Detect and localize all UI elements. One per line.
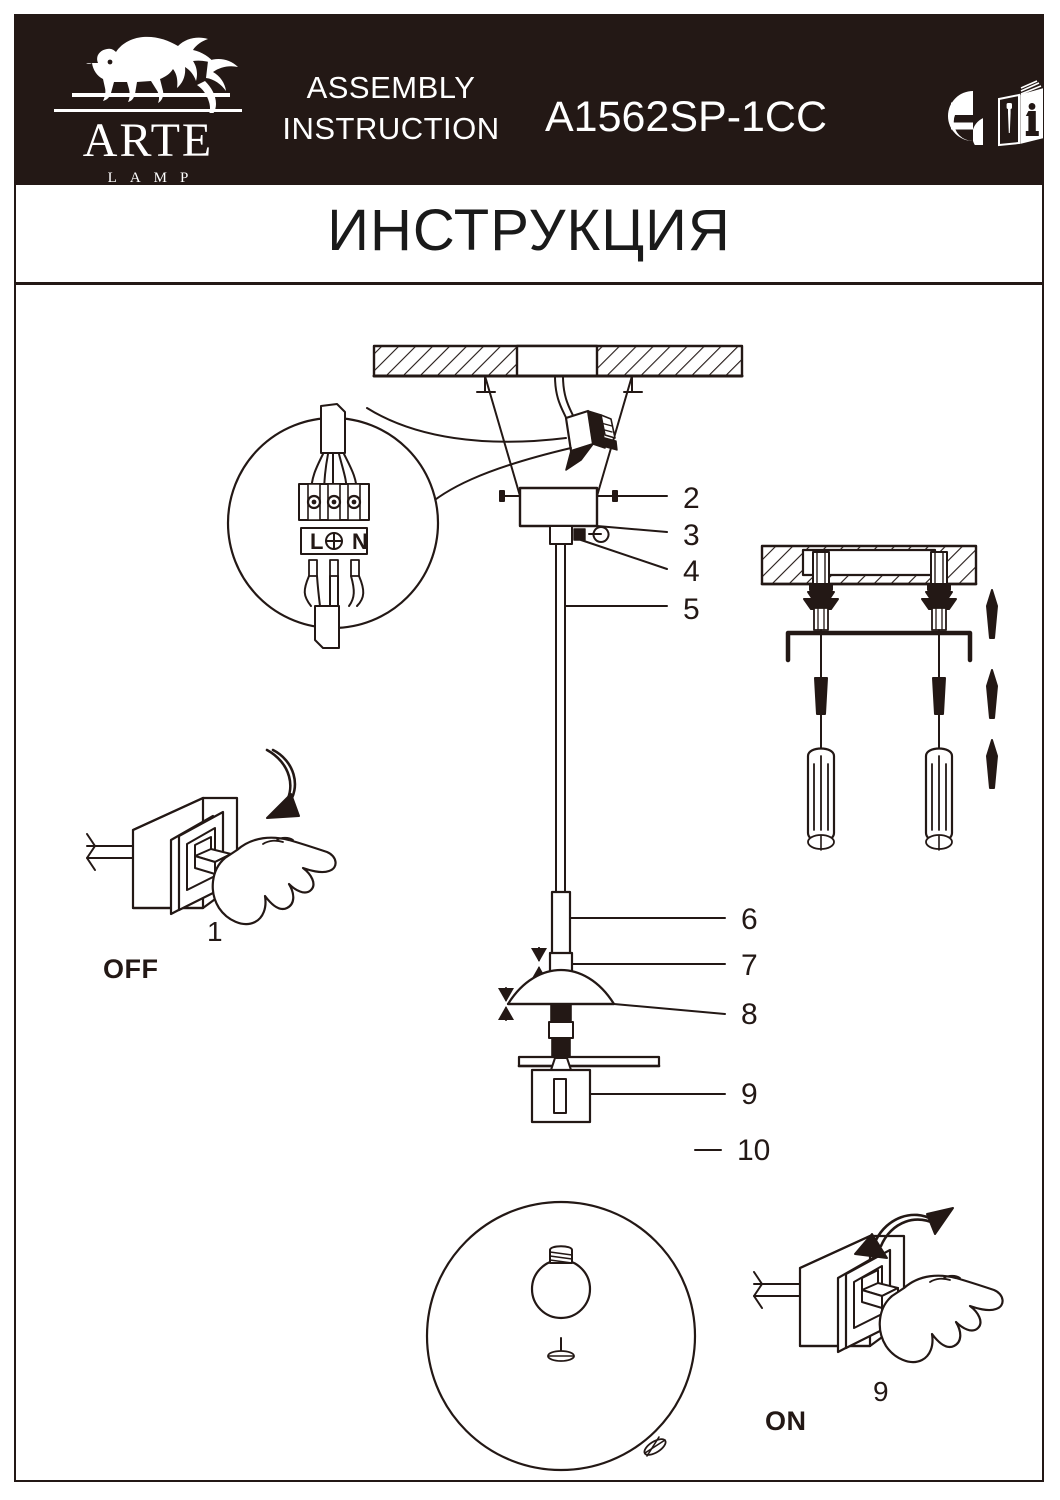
- suspension-rod: [555, 543, 566, 893]
- header-band: ARTE LAMP ASSEMBLY INSTRUCTION A1562SP-1…: [15, 15, 1043, 185]
- document-kind-line1: ASSEMBLY: [306, 70, 476, 105]
- anchor-right: [921, 551, 957, 689]
- read-manual-icon: [995, 79, 1043, 149]
- brand-logo: ARTE LAMP: [48, 29, 248, 186]
- document-kind-line2: INSTRUCTION: [282, 111, 500, 146]
- screwdriver-left: [806, 677, 836, 851]
- callout-number-8: 8: [741, 998, 758, 1031]
- title-band: ИНСТРУКЦИЯ: [15, 185, 1043, 285]
- callout-number-3: 3: [683, 519, 700, 552]
- anchor-mount-detail: [760, 544, 998, 851]
- callout-number-10: 10: [737, 1134, 771, 1167]
- callout-number-5: 5: [683, 593, 700, 626]
- callout-number-4: 4: [683, 555, 700, 588]
- step-number-1: 1: [207, 916, 223, 947]
- lamp-socket: [530, 1057, 592, 1124]
- page-title: ИНСТРУКЦИЯ: [327, 198, 731, 263]
- upper-shade-cap: [498, 968, 616, 1021]
- callout-number-7: 7: [741, 949, 758, 982]
- assembly-diagram: L N: [15, 288, 1043, 1481]
- step-number-9: 9: [873, 1376, 889, 1407]
- switch-on-illustration: [753, 1207, 1004, 1364]
- logo-divider-rule: [54, 109, 242, 112]
- switch-on-caption: ON: [765, 1406, 807, 1436]
- ceiling-slab: [372, 344, 744, 378]
- exploded-assembly-drawing: L N: [86, 344, 1004, 1472]
- document-kind: ASSEMBLY INSTRUCTION: [261, 67, 521, 149]
- callout-leaders-lower: [569, 917, 726, 1151]
- ce-mark-icon: [900, 91, 983, 145]
- globe-vent-marks: [547, 1337, 667, 1457]
- ceiling-connector-block: [554, 375, 618, 471]
- canopy-plate: [499, 486, 618, 528]
- switch-off-illustration: [86, 748, 337, 926]
- svg-text:N: N: [352, 529, 368, 554]
- rod-collar-and-grubscrew: [549, 525, 610, 545]
- svg-text:L: L: [310, 529, 323, 554]
- light-bulb: [530, 1245, 592, 1320]
- anchor-left: [803, 551, 839, 689]
- brand-name: ARTE: [82, 114, 214, 167]
- screwdriver-right: [924, 677, 954, 851]
- wiring-detail-content: L N: [298, 403, 370, 649]
- socket-sleeve: [548, 1003, 574, 1059]
- product-code: A1562SP-1CC: [545, 93, 828, 141]
- glass-globe: [425, 1200, 697, 1472]
- callout-number-2: 2: [683, 482, 700, 515]
- switch-off-caption: OFF: [103, 954, 159, 984]
- callout-leaders-upper: [565, 495, 668, 607]
- winged-lion-logo-icon: [72, 36, 238, 113]
- brand-subtitle: LAMP: [107, 170, 202, 186]
- globe-mount-ring: [517, 1055, 661, 1068]
- canopy-cone: [476, 375, 643, 497]
- callout-number-9: 9: [741, 1078, 758, 1111]
- callout-number-6: 6: [741, 903, 758, 936]
- insertion-direction-arrows: [986, 589, 998, 789]
